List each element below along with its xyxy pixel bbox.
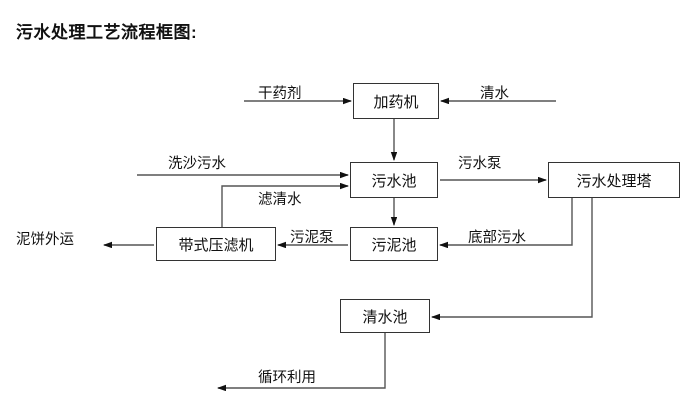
label-filtrate: 滤清水	[258, 192, 302, 208]
label-dry-reagent: 干药剂	[258, 86, 302, 102]
edge-bottom-sewage-to-sludge-pool	[439, 198, 573, 249]
label-sewage-pump: 污水泵	[458, 156, 502, 172]
page-title: 污水处理工艺流程框图:	[16, 23, 198, 42]
label-mud-cake-transport: 泥饼外运	[16, 232, 74, 248]
node-label: 污水处理塔	[576, 172, 652, 190]
node-label: 加药机	[373, 93, 419, 111]
node-sludge-pool[interactable]: 污泥池	[350, 227, 438, 261]
node-clean-water-pool[interactable]: 清水池	[340, 299, 430, 333]
node-dosing-machine[interactable]: 加药机	[353, 83, 439, 119]
node-belt-filter-press[interactable]: 带式压滤机	[156, 227, 276, 261]
edge-filtrate-to-sewage-pool	[221, 182, 349, 227]
label-bottom-sewage: 底部污水	[468, 230, 526, 246]
node-label: 污泥池	[371, 236, 417, 254]
label-sand-wash-sewage: 洗沙污水	[168, 156, 226, 172]
label-sludge-pump: 污泥泵	[290, 230, 334, 246]
label-clean-water-input: 清水	[480, 86, 509, 102]
label-recycle-use: 循环利用	[258, 370, 316, 386]
edge-tower-to-clean-water-pool	[431, 198, 593, 321]
node-sewage-pool[interactable]: 污水池	[350, 162, 438, 198]
node-label: 污水池	[371, 172, 417, 190]
node-label: 清水池	[362, 308, 408, 326]
node-treatment-tower[interactable]: 污水处理塔	[548, 162, 680, 198]
node-label: 带式压滤机	[178, 236, 254, 254]
edge-clean-water-to-recycle	[217, 333, 386, 392]
